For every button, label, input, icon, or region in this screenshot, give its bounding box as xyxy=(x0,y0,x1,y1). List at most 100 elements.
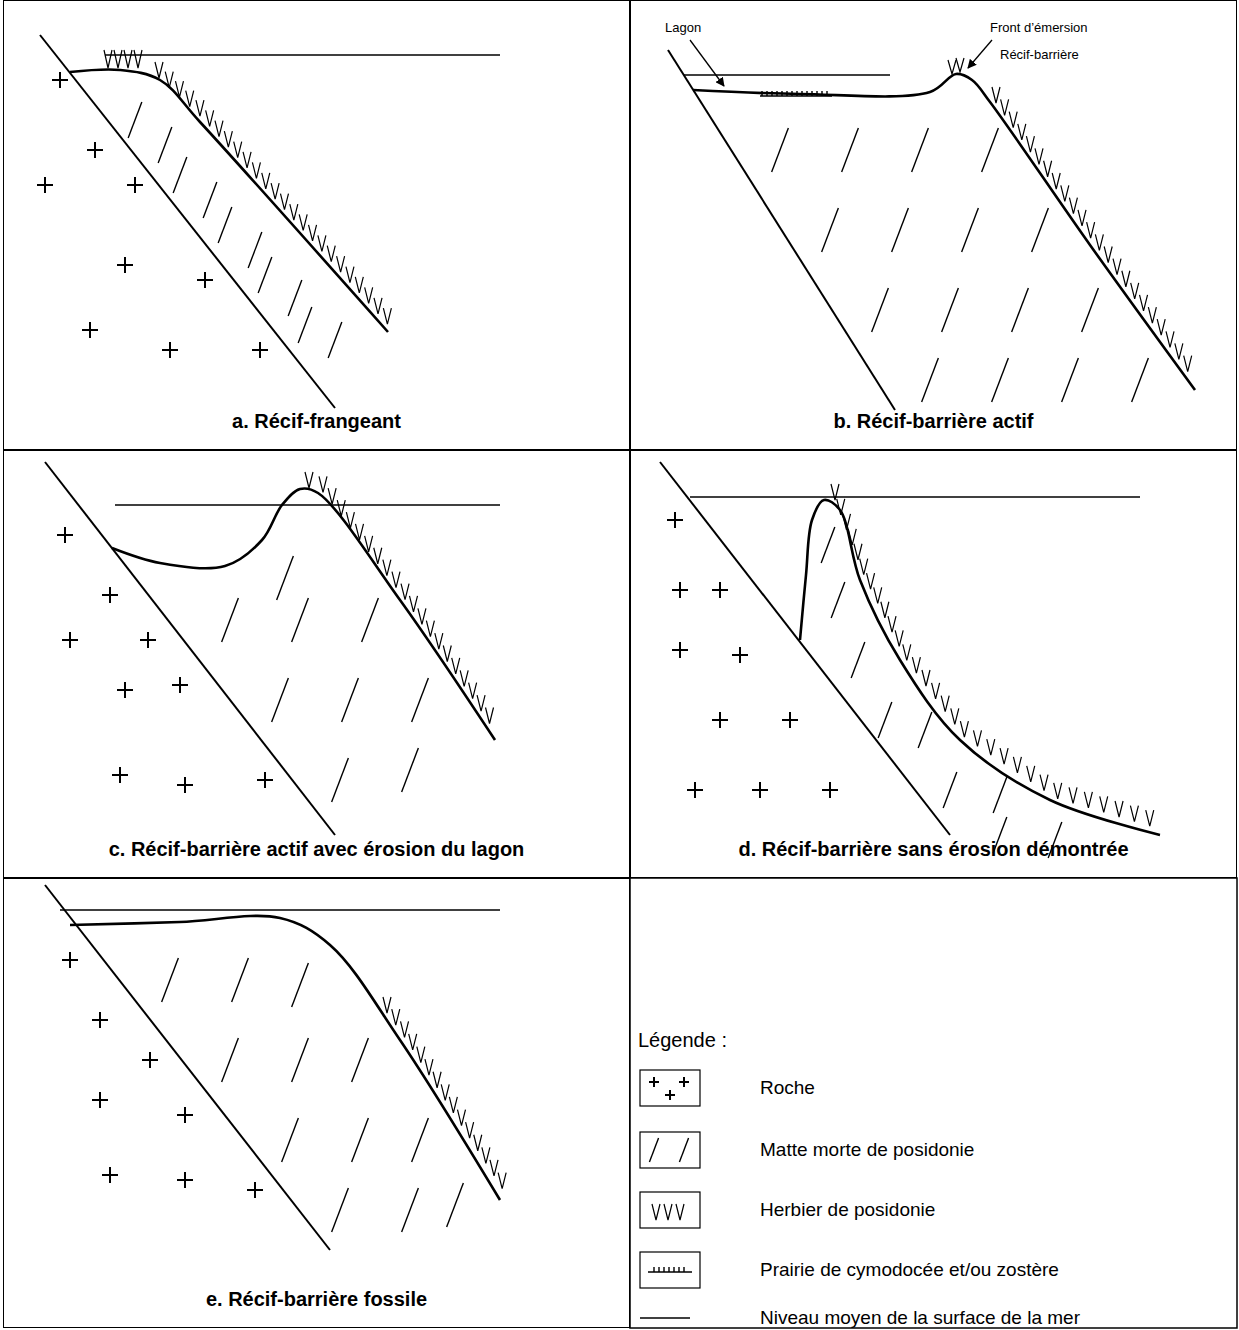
posidonia-leaf xyxy=(1104,246,1112,262)
rock-cross xyxy=(117,257,133,273)
dead-matte-hatch xyxy=(258,257,272,293)
rock-cross xyxy=(782,712,798,728)
dead-matte-hatch xyxy=(282,1118,299,1162)
legend-text: Matte morte de posidonie xyxy=(760,1139,974,1162)
posidonia-leaf xyxy=(1040,775,1048,791)
rock-cross xyxy=(687,782,703,798)
posidonia-leaf xyxy=(318,235,326,251)
posidonia-leaf xyxy=(215,121,223,137)
posidonia-leaf xyxy=(486,707,494,723)
posidonia-leaf xyxy=(452,658,460,674)
rock-cross xyxy=(672,642,688,658)
posidonia-leaf xyxy=(1052,173,1060,189)
posidonia-leaf xyxy=(305,472,313,488)
posidonia-leaf xyxy=(1115,801,1123,817)
rock-cross xyxy=(177,1172,193,1188)
posidonia-leaf xyxy=(1175,343,1183,359)
posidonia-leaf xyxy=(383,560,391,576)
posidonia-leaf xyxy=(1078,210,1086,226)
legend-swatch xyxy=(640,1252,700,1288)
posidonia-leaf xyxy=(441,1084,449,1100)
posidonia-leaf xyxy=(831,484,839,500)
posidonia-leaf xyxy=(280,194,288,210)
posidonia-leaf xyxy=(262,173,270,189)
dead-matte-hatch xyxy=(272,678,289,722)
posidonia-leaf xyxy=(482,1147,490,1163)
posidonia-leaf xyxy=(355,277,363,293)
posidonia-leaf xyxy=(1130,806,1138,822)
posidonia-leaf xyxy=(356,524,364,540)
dead-matte-hatch xyxy=(292,598,309,642)
posidonia-leaf xyxy=(365,536,373,552)
legend-swatch xyxy=(640,1318,690,1319)
dead-matte-hatch xyxy=(352,1118,369,1162)
rock-cross xyxy=(667,512,683,528)
posidonia-leaf xyxy=(449,1097,457,1113)
posidonia-leaf xyxy=(290,204,298,220)
rock-cross xyxy=(822,782,838,798)
legend-samples xyxy=(640,1070,700,1318)
dead-matte-hatch xyxy=(772,128,789,172)
callout-label: Récif-barrière xyxy=(1000,47,1079,63)
posidonia-leaf xyxy=(948,60,956,74)
posidonia-leaf xyxy=(346,267,354,283)
posidonia-leaf xyxy=(409,1034,417,1050)
legend-text: Niveau moyen de la surface de la mer xyxy=(760,1307,1080,1330)
swatch-frame xyxy=(640,1192,700,1228)
rock-cross xyxy=(679,1077,689,1087)
posidonia-leaf xyxy=(842,514,850,530)
posidonia-leaf xyxy=(1000,748,1008,764)
reef-surface xyxy=(70,916,500,1200)
panel-cell: d. Récif-barrière sans érosion démontrée xyxy=(630,450,1237,878)
rock-cross xyxy=(92,1092,108,1108)
posidonia-leaf xyxy=(346,512,354,528)
posidonia-leaf xyxy=(337,256,345,272)
posidonia-leaf xyxy=(874,587,882,603)
posidonia-leaf xyxy=(1061,185,1069,201)
panel-cell: c. Récif-barrière actif avec érosion du … xyxy=(3,450,630,878)
posidonia-leaf xyxy=(1122,271,1130,287)
dead-matte-hatch xyxy=(831,582,845,618)
posidonia-leaf xyxy=(196,100,204,116)
dead-matte-hatch xyxy=(162,958,179,1002)
dead-matte-hatch xyxy=(1062,358,1079,402)
posidonia-leaf xyxy=(234,142,242,158)
sea-level-sample xyxy=(640,1317,690,1319)
posidonia-leaf xyxy=(392,572,400,588)
posidonia-leaf xyxy=(1095,234,1103,250)
posidonia-leaf xyxy=(676,1204,684,1220)
posidonia-leaf xyxy=(1069,198,1077,214)
legend-cell xyxy=(630,878,1237,1328)
posidonia-leaf xyxy=(837,499,845,515)
swatch-frame xyxy=(640,1252,700,1288)
dead-matte-hatch xyxy=(158,127,172,163)
posidonia-leaf xyxy=(867,573,875,589)
posidonia-leaf xyxy=(941,696,949,712)
swatch-frame xyxy=(640,1070,700,1106)
panel-caption: a. Récif-frangeant xyxy=(232,409,401,433)
legend-swatch xyxy=(640,1192,700,1228)
posidonia-leaf xyxy=(932,683,940,699)
posidonia-leaf xyxy=(114,50,122,68)
posidonia-leaf xyxy=(299,214,307,230)
drawing-group xyxy=(37,35,1237,1328)
dead-matte-hatch xyxy=(922,358,939,402)
posidonia-leaf xyxy=(474,1135,482,1151)
rock-boundary xyxy=(660,462,950,835)
sea-level xyxy=(105,54,500,56)
posidonia-leaf xyxy=(1009,112,1017,128)
posidonia-leaf xyxy=(903,644,911,660)
posidonia-leaf xyxy=(895,630,903,646)
rock-cross xyxy=(257,772,273,788)
dead-matte-hatch xyxy=(918,712,932,748)
rock-cross xyxy=(112,767,128,783)
posidonia-leaf xyxy=(881,602,889,618)
posidonia-leaf xyxy=(426,621,434,637)
posidonia-leaf xyxy=(433,1072,441,1088)
rock-cross xyxy=(117,682,133,698)
rock-cross xyxy=(162,342,178,358)
posidonia-leaf xyxy=(888,616,896,632)
panel-cell: e. Récif-barrière fossile xyxy=(3,878,630,1328)
dead-matte-hatch xyxy=(332,1188,349,1232)
posidonia-leaf xyxy=(104,50,112,68)
